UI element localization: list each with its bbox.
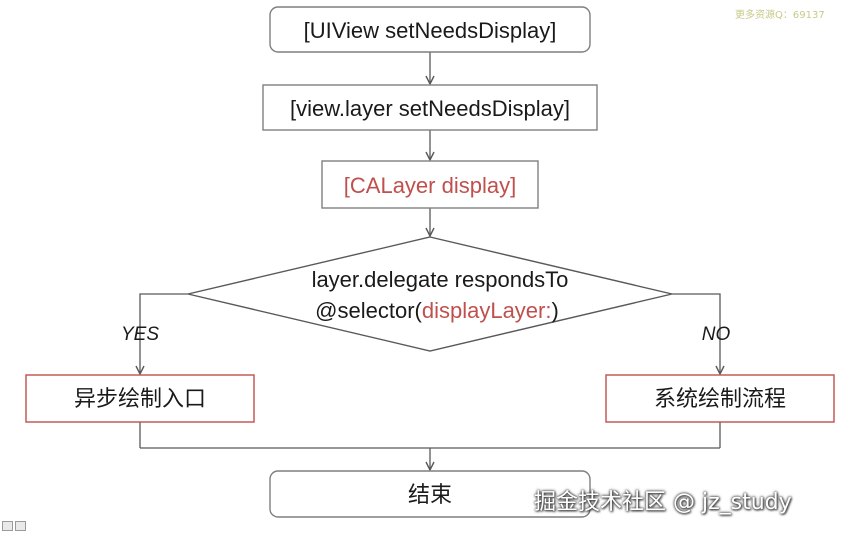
node-end-label: 结束 [408,483,452,508]
connectors [140,52,720,470]
node-uiview-setneedsdisplay-label: [UIView setNeedsDisplay] [304,18,557,43]
decision-line-1: layer.delegate respondsTo [312,267,569,292]
node-layer-setneedsdisplay [262,84,598,131]
edge-yes [140,293,188,374]
node-async-entry [25,374,255,423]
node-system-flow [605,374,835,423]
arrow-right-icon[interactable] [15,521,26,531]
node-calayer-display [321,160,539,209]
decision-line-2-suffix: ) [552,298,559,323]
watermark: 掘金技术社区 @ jz_study [534,490,792,515]
edge-no [672,293,720,374]
node-uiview-setneedsdisplay [269,6,591,53]
decision-line-2: @selector(displayLayer:) [315,298,559,323]
node-calayer-display-label: [CALayer display] [344,173,516,198]
slide-icon[interactable] [2,521,13,531]
node-end [269,470,591,518]
decision-line-2-prefix: @selector( [315,298,422,323]
node-async-entry-label: 异步绘制入口 [74,387,206,412]
node-system-flow-label: 系统绘制流程 [654,387,786,412]
decision-responds-to [187,236,673,352]
edge-label-yes: YES [121,324,159,345]
decision-line-2-selector: displayLayer: [422,298,552,323]
viewer-controls [2,521,26,531]
corner-resource-note: 更多资源Q：69137 [735,10,825,21]
edge-label-no: NO [702,324,731,345]
node-layer-setneedsdisplay-label: [view.layer setNeedsDisplay] [290,96,570,121]
